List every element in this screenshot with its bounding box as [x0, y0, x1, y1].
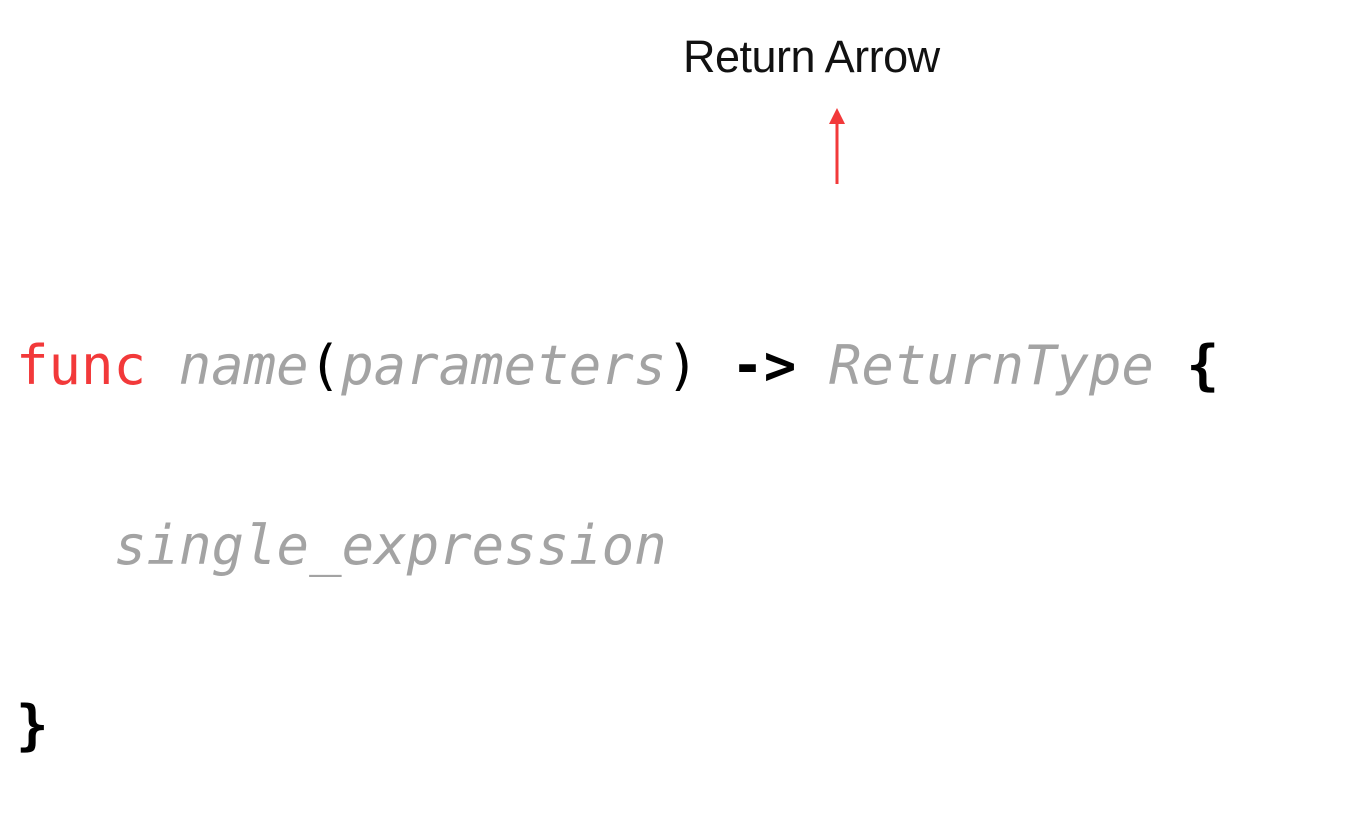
func-keyword: func [16, 334, 147, 397]
code-line-signature: func name(parameters) -> ReturnType { [16, 336, 1219, 396]
code-line-body: single_expression [16, 516, 1219, 576]
open-paren: ( [308, 334, 342, 397]
up-arrow-icon [829, 108, 845, 184]
function-syntax-code: func name(parameters) -> ReturnType { si… [16, 216, 1219, 816]
function-name-placeholder: name [178, 334, 309, 397]
parameters-placeholder: parameters [341, 334, 667, 397]
close-paren: ) [666, 334, 699, 397]
return-arrow-label: Return Arrow [683, 31, 940, 82]
return-arrow-token: -> [731, 334, 797, 397]
close-brace: } [16, 694, 49, 757]
single-expression-placeholder: single_expression [114, 514, 667, 577]
open-brace: { [1186, 334, 1219, 397]
return-type-placeholder: ReturnType [828, 334, 1154, 397]
code-line-close: } [16, 696, 1219, 756]
